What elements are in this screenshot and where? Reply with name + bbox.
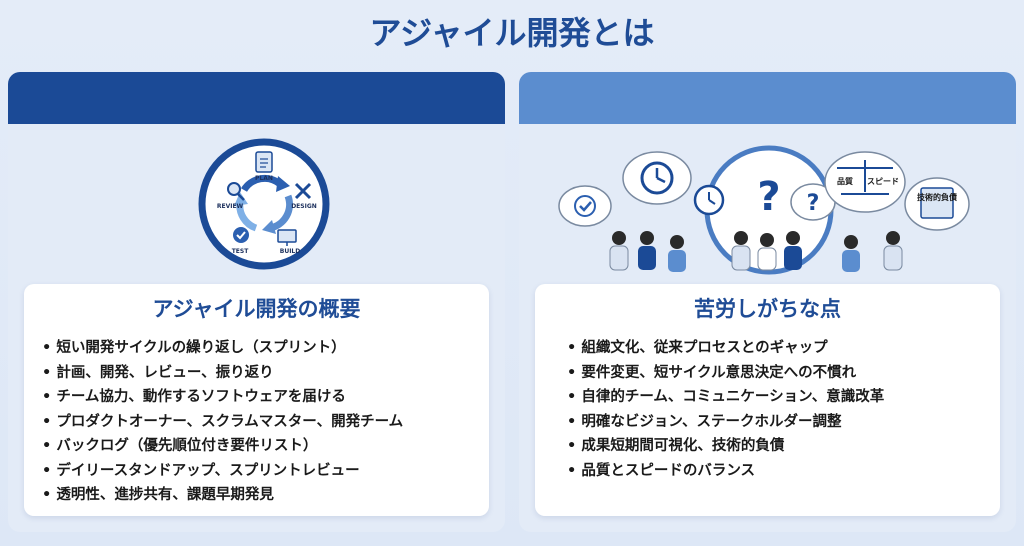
cycle-arrows-icon	[234, 174, 294, 234]
svg-text:?: ?	[807, 191, 820, 216]
list-item: チーム協力、動作するソフトウェアを届ける	[42, 385, 479, 410]
team-confusion-illustration: ? ? 品質	[558, 145, 970, 275]
refresh-clock-icon	[693, 184, 725, 216]
tech-debt-box-icon	[904, 177, 970, 231]
list-item: 要件変更、短サイクル意思決定への不慣れ	[567, 361, 990, 386]
check-cloud-icon	[558, 185, 612, 227]
build-monitor-icon	[277, 229, 297, 246]
cycle-label-plan: PLAN	[255, 175, 273, 182]
overview-panel: PLAN DESIGN BUILD TEST REVIEW アジャイル開発の概要…	[8, 72, 505, 532]
test-check-icon	[233, 227, 249, 243]
overview-card-title: アジャイル開発の概要	[152, 297, 361, 321]
list-item: 計画、開発、レビュー、振り返り	[42, 361, 479, 386]
overview-panel-header	[8, 72, 505, 124]
list-item: 成果短期間可視化、技術的負債	[567, 434, 990, 459]
design-tools-icon	[294, 182, 312, 200]
cycle-label-review: REVIEW	[217, 203, 244, 210]
quality-label: 品質	[837, 176, 853, 186]
plan-clipboard-icon	[255, 151, 273, 173]
challenges-list: 組織文化、従来プロセスとのギャップ 要件変更、短サイクル意思決定への不慣れ 自律…	[567, 336, 990, 483]
list-item: バックログ（優先順位付き要件リスト）	[42, 434, 479, 459]
list-item: デイリースタンドアップ、スプリントレビュー	[42, 459, 479, 484]
list-item: 組織文化、従来プロセスとのギャップ	[567, 336, 990, 361]
list-item: 明確なビジョン、ステークホルダー調整	[567, 410, 990, 435]
review-magnifier-icon	[227, 182, 245, 201]
list-item: プロダクトオーナー、スクラムマスター、開発チーム	[42, 410, 479, 435]
overview-card: アジャイル開発の概要 短い開発サイクルの繰り返し（スプリント） 計画、開発、レビ…	[24, 284, 489, 516]
cycle-label-build: BUILD	[280, 248, 301, 255]
team-people-illustration	[609, 231, 903, 272]
tech-debt-label: 技術的負債	[917, 192, 957, 202]
agile-cycle-illustration: PLAN DESIGN BUILD TEST REVIEW	[198, 138, 330, 270]
list-item: 品質とスピードのバランス	[567, 459, 990, 484]
challenges-panel-header	[519, 72, 1016, 124]
list-item: 自律的チーム、コミュニケーション、意識改革	[567, 385, 990, 410]
balance-scale-icon	[824, 151, 906, 213]
question-mark-icon: ?	[757, 174, 780, 220]
list-item: 透明性、進捗共有、課題早期発見	[42, 483, 479, 508]
clock-cloud-icon	[622, 151, 692, 205]
page-title: アジャイル開発とは	[369, 14, 655, 52]
challenges-card-title: 苦労しがちな点	[694, 297, 841, 321]
cycle-label-design: DESIGN	[291, 203, 317, 210]
speed-label: スピード	[867, 176, 899, 186]
challenges-card: 苦労しがちな点 組織文化、従来プロセスとのギャップ 要件変更、短サイクル意思決定…	[535, 284, 1000, 516]
challenges-panel: ? ? 品質	[519, 72, 1016, 532]
cycle-label-test: TEST	[232, 248, 250, 255]
overview-list: 短い開発サイクルの繰り返し（スプリント） 計画、開発、レビュー、振り返り チーム…	[42, 336, 479, 508]
list-item: 短い開発サイクルの繰り返し（スプリント）	[42, 336, 479, 361]
